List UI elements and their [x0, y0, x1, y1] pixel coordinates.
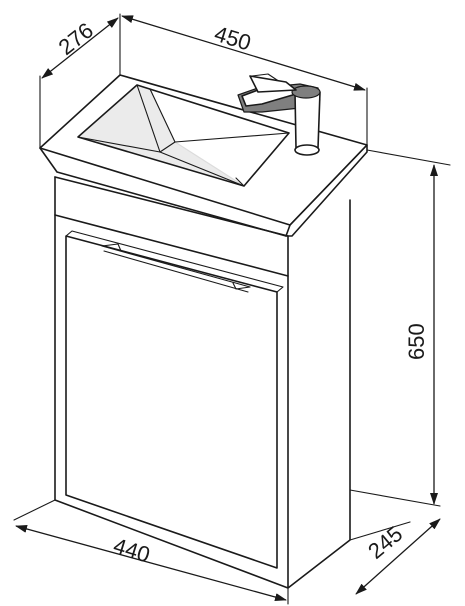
dimension-label-depth-bottom: 245 [363, 521, 407, 564]
faucet [237, 73, 321, 156]
door-handle [101, 245, 251, 288]
dimension-label-depth-top: 276 [54, 18, 98, 60]
dimension-width-bottom: 440 [13, 499, 289, 605]
dimension-label-width-bottom: 440 [111, 533, 153, 568]
cabinet-door [65, 230, 284, 569]
dimension-label-height: 650 [404, 323, 429, 360]
dimension-height: 650 [349, 149, 451, 507]
dimension-label-width-top: 450 [212, 21, 254, 56]
dimension-depth-bottom: 245 [349, 518, 441, 595]
